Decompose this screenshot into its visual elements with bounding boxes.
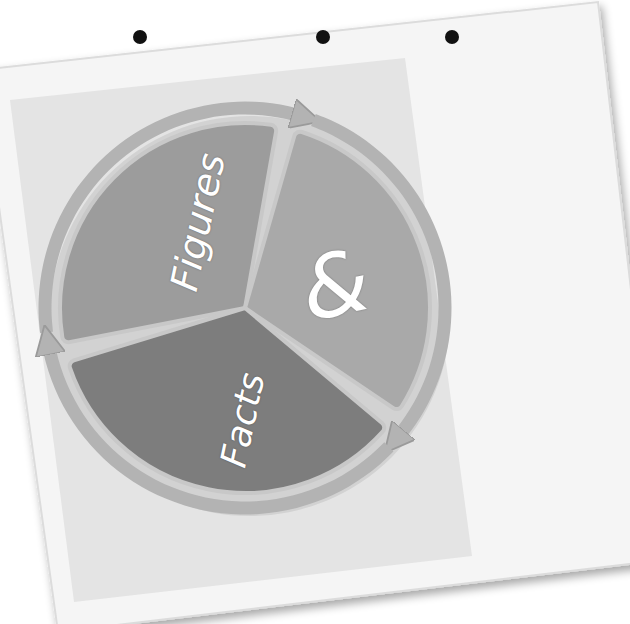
segment-shape [64,304,391,497]
pie-shadow [50,116,450,516]
dot [445,30,459,44]
cycle-arrow [45,108,303,332]
dot [316,30,330,44]
segment-fill [70,308,385,493]
photo-area [10,58,472,602]
cycle-arrow [48,343,389,508]
cycle-arrow [313,120,445,439]
dot [133,30,147,44]
pie-segment: Facts [64,304,391,497]
